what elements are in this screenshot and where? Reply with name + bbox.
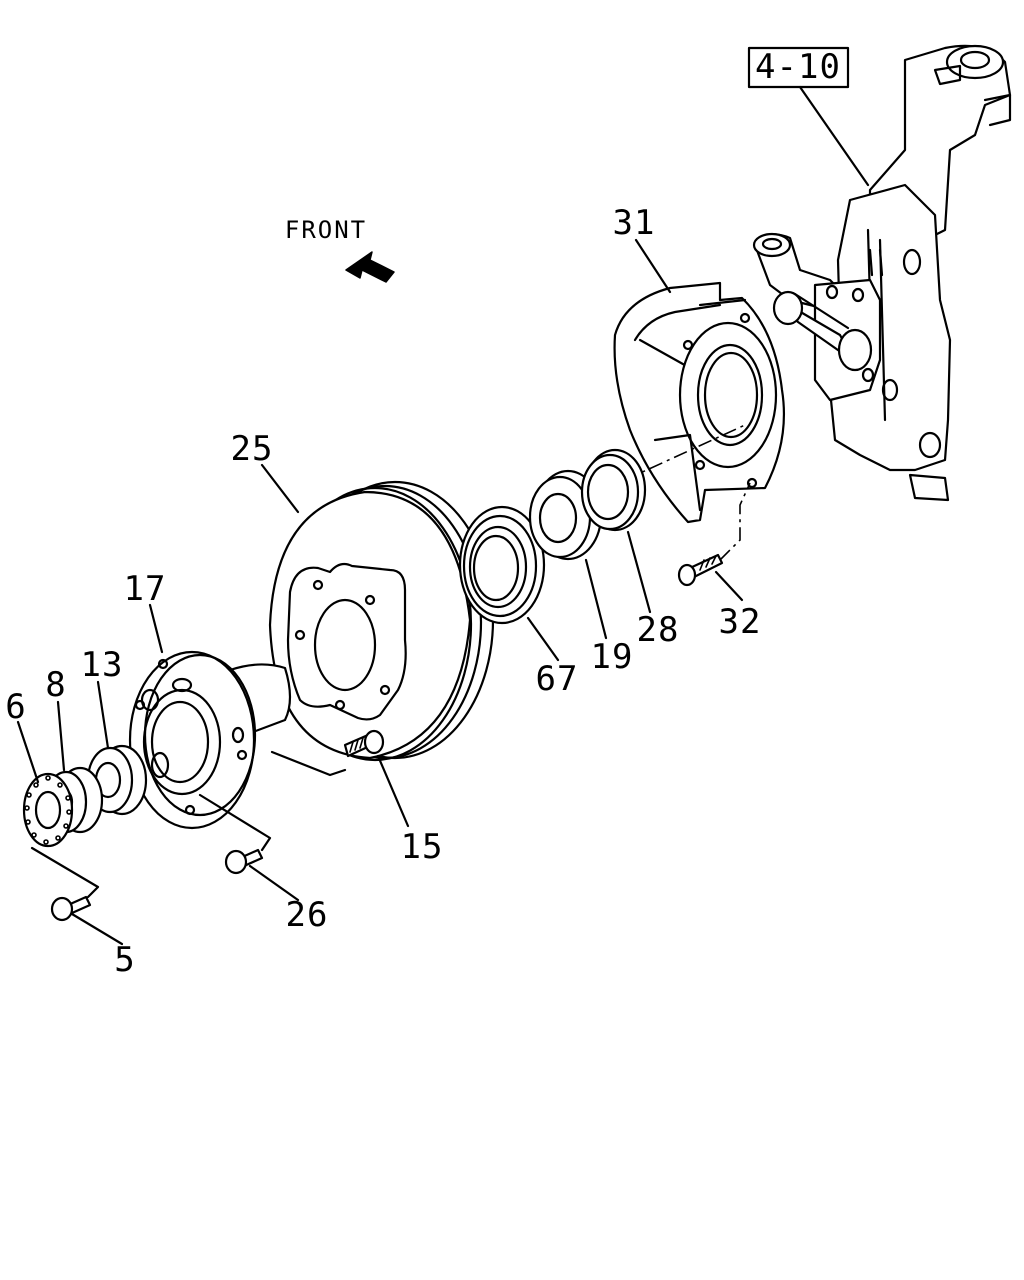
front-arrow-icon [345,251,395,283]
part-label-8: 8 [45,665,66,705]
reference-box: 4-10 [747,46,870,187]
hub-bolt-15 [270,729,385,777]
front-indicator: FRONT [285,216,395,283]
shield-axis-line [624,424,746,481]
part-label-26: 26 [286,895,329,935]
part-label-6: 6 [5,687,26,727]
part-labels: 31 25 17 13 8 6 67 19 28 32 15 26 5 [5,203,762,980]
part-label-15: 15 [401,827,444,867]
hub-bolt-26 [198,793,272,875]
reference-box-frame [747,46,850,89]
part-label-5: 5 [114,940,135,980]
lock-bolt-5 [30,846,100,922]
leader-lines [16,238,744,946]
part-label-67: 67 [536,659,579,699]
shield-bolt [677,482,751,587]
front-label: FRONT [285,216,367,244]
lock-plate [22,772,74,848]
part-label-28: 28 [637,610,680,650]
reference-leader [798,85,870,187]
part-label-31: 31 [613,203,656,243]
part-label-32: 32 [719,602,762,642]
wheel-hub [128,650,292,830]
part-label-25: 25 [231,429,274,469]
part-label-19: 19 [591,637,634,677]
reference-box-label: 4-10 [755,47,841,87]
steering-knuckle [752,44,1012,502]
dust-shield [613,281,786,524]
part-label-13: 13 [81,645,124,685]
oil-seal [580,448,647,532]
inner-bearing-cage [458,505,546,625]
brake-rotor [268,480,495,762]
part-label-17: 17 [124,569,167,609]
